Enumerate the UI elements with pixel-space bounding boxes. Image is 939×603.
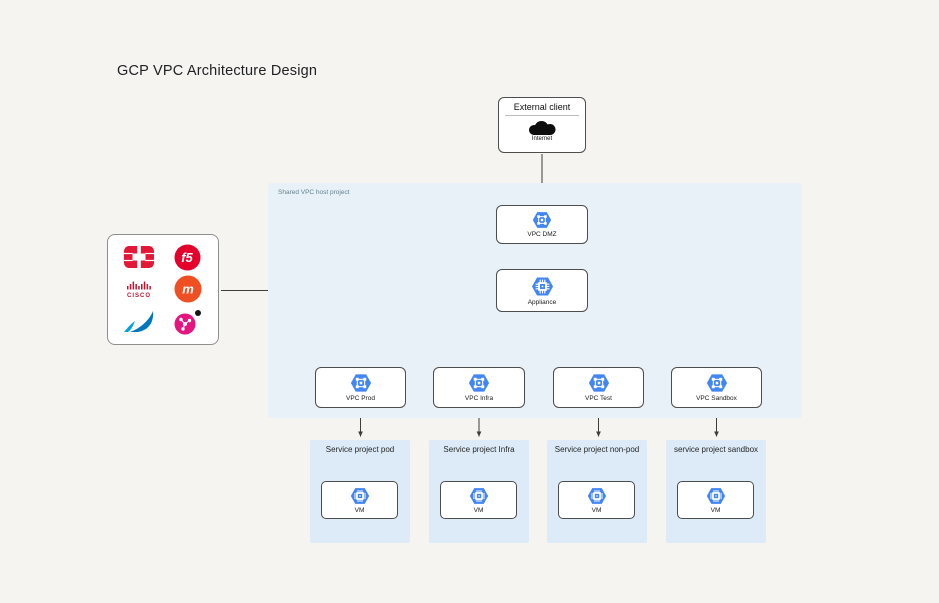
barracuda-logo <box>123 310 153 332</box>
vm-label: VM <box>591 506 602 514</box>
gcp-compute-engine-icon <box>350 487 369 504</box>
network-vendor-logo <box>174 309 201 335</box>
gcp-compute-engine-icon <box>587 487 606 504</box>
internet-cloud-icon <box>529 121 556 135</box>
cisco-logo: CISCO <box>126 281 151 298</box>
service-project-label: service project sandbox <box>673 445 759 454</box>
service-project-label: Service project pod <box>325 445 395 454</box>
external-client-node[interactable]: External client Internet <box>498 97 586 153</box>
fortinet-logo <box>123 246 154 269</box>
gcp-vpc-icon <box>532 212 552 229</box>
vm-node[interactable]: VM <box>321 481 398 519</box>
external-client-title: External client <box>513 102 571 112</box>
vpc-test-node[interactable]: VPC Test <box>553 367 644 408</box>
vendor-appliances-panel[interactable]: f5 CISCO m <box>107 234 219 345</box>
shared-vpc-host-project-label: Shared VPC host project <box>278 189 350 196</box>
vpc-sandbox-node[interactable]: VPC Sandbox <box>671 367 762 408</box>
f5-logo: f5 <box>174 244 201 271</box>
service-project-sandbox-container[interactable]: service project sandbox VM <box>666 440 766 543</box>
vpc-infra-node[interactable]: VPC Infra <box>433 367 525 408</box>
gcp-vpc-icon <box>350 374 371 392</box>
cisco-logo-text: CISCO <box>126 293 150 298</box>
gcp-vpc-icon <box>468 374 490 392</box>
vm-label: VM <box>473 506 484 514</box>
appliance-node[interactable]: Appliance <box>496 269 588 312</box>
gcp-vpc-icon <box>588 374 609 392</box>
service-project-infra-container[interactable]: Service project Infra VM <box>429 440 529 543</box>
service-project-label: Service project non-pod <box>554 445 640 454</box>
vpc-prod-label: VPC Prod <box>346 395 375 403</box>
vm-node[interactable]: VM <box>558 481 635 519</box>
internet-caption: Internet <box>531 136 553 142</box>
service-project-non-pod-container[interactable]: Service project non-pod VM <box>547 440 647 543</box>
vm-label: VM <box>354 506 365 514</box>
vpc-dmz-node[interactable]: VPC DMZ <box>496 205 588 244</box>
m-vendor-logo: m <box>174 275 201 303</box>
service-project-pod-container[interactable]: Service project pod VM <box>310 440 410 543</box>
vpc-sandbox-label: VPC Sandbox <box>696 395 737 403</box>
m-vendor-logo-text: m <box>182 282 194 297</box>
f5-logo-text: f5 <box>181 250 193 265</box>
divider <box>505 115 579 116</box>
vpc-test-label: VPC Test <box>585 395 612 403</box>
vm-label: VM <box>710 506 721 514</box>
vpc-prod-node[interactable]: VPC Prod <box>315 367 406 408</box>
vm-node[interactable]: VM <box>440 481 517 519</box>
appliance-label: Appliance <box>527 298 557 306</box>
gcp-compute-engine-icon <box>531 277 553 296</box>
page-title: GCP VPC Architecture Design <box>117 63 318 79</box>
gcp-compute-engine-icon <box>469 487 488 504</box>
vpc-infra-label: VPC Infra <box>464 395 494 403</box>
gcp-compute-engine-icon <box>706 487 725 504</box>
service-project-label: Service project Infra <box>443 445 515 454</box>
vpc-dmz-label: VPC DMZ <box>527 231 557 239</box>
vm-node[interactable]: VM <box>677 481 754 519</box>
gcp-vpc-icon <box>706 374 727 392</box>
